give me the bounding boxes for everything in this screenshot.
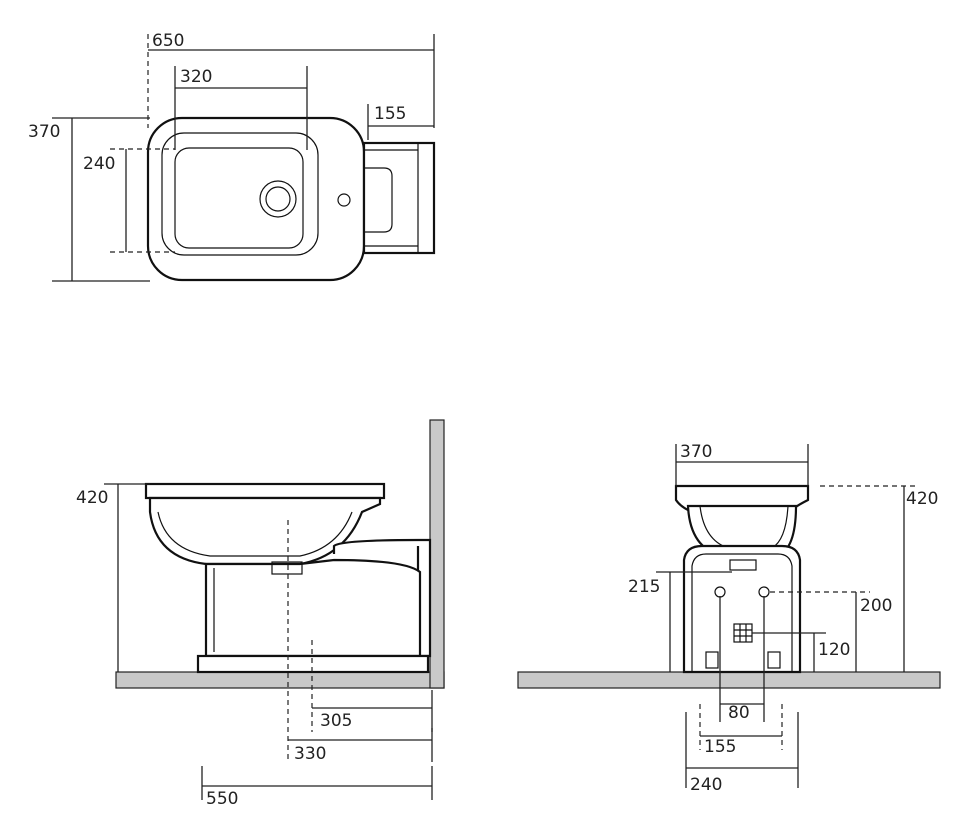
dim-550: 550 xyxy=(206,789,238,809)
front-view-pedestal xyxy=(682,544,802,674)
side-view: 420 305 330 550 xyxy=(76,419,445,809)
dim-215: 215 xyxy=(628,577,660,597)
dim-330: 330 xyxy=(294,744,326,764)
side-view-plinth xyxy=(196,654,430,674)
side-view-wall xyxy=(429,419,445,689)
dim-370-top: 370 xyxy=(28,122,60,142)
dim-155-top: 155 xyxy=(374,104,406,124)
dim-320: 320 xyxy=(180,67,212,87)
top-view-basin-inner xyxy=(174,147,304,249)
dim-305: 305 xyxy=(320,711,352,731)
side-view-bowl xyxy=(148,496,382,566)
top-view-rear-housing xyxy=(362,141,436,255)
dim-80: 80 xyxy=(728,703,750,723)
top-view-tap-hole xyxy=(337,193,351,207)
dim-420-side: 420 xyxy=(76,488,108,508)
front-view-slot xyxy=(729,559,757,571)
front-view-floor xyxy=(517,671,941,689)
top-view-rim xyxy=(146,116,366,282)
front-view: 370 420 215 200 120 80 155 240 xyxy=(517,442,941,795)
top-view-drain-inner xyxy=(265,186,291,212)
side-view-floor xyxy=(115,671,445,689)
dim-200: 200 xyxy=(860,596,892,616)
side-view-rim xyxy=(144,482,386,500)
dim-120: 120 xyxy=(818,640,850,660)
side-view-pedestal xyxy=(204,558,422,658)
dim-240-front: 240 xyxy=(690,775,722,795)
top-view-basin-outer xyxy=(161,132,319,256)
top-view: 650 320 155 370 240 xyxy=(28,31,436,282)
top-view-drain-outer xyxy=(259,180,297,218)
dim-650: 650 xyxy=(152,31,184,51)
dim-370-front: 370 xyxy=(680,442,712,462)
dim-420-front: 420 xyxy=(906,489,938,509)
dim-240-top: 240 xyxy=(83,154,115,174)
dim-155-front: 155 xyxy=(704,737,736,757)
side-view-outlet xyxy=(271,561,303,575)
